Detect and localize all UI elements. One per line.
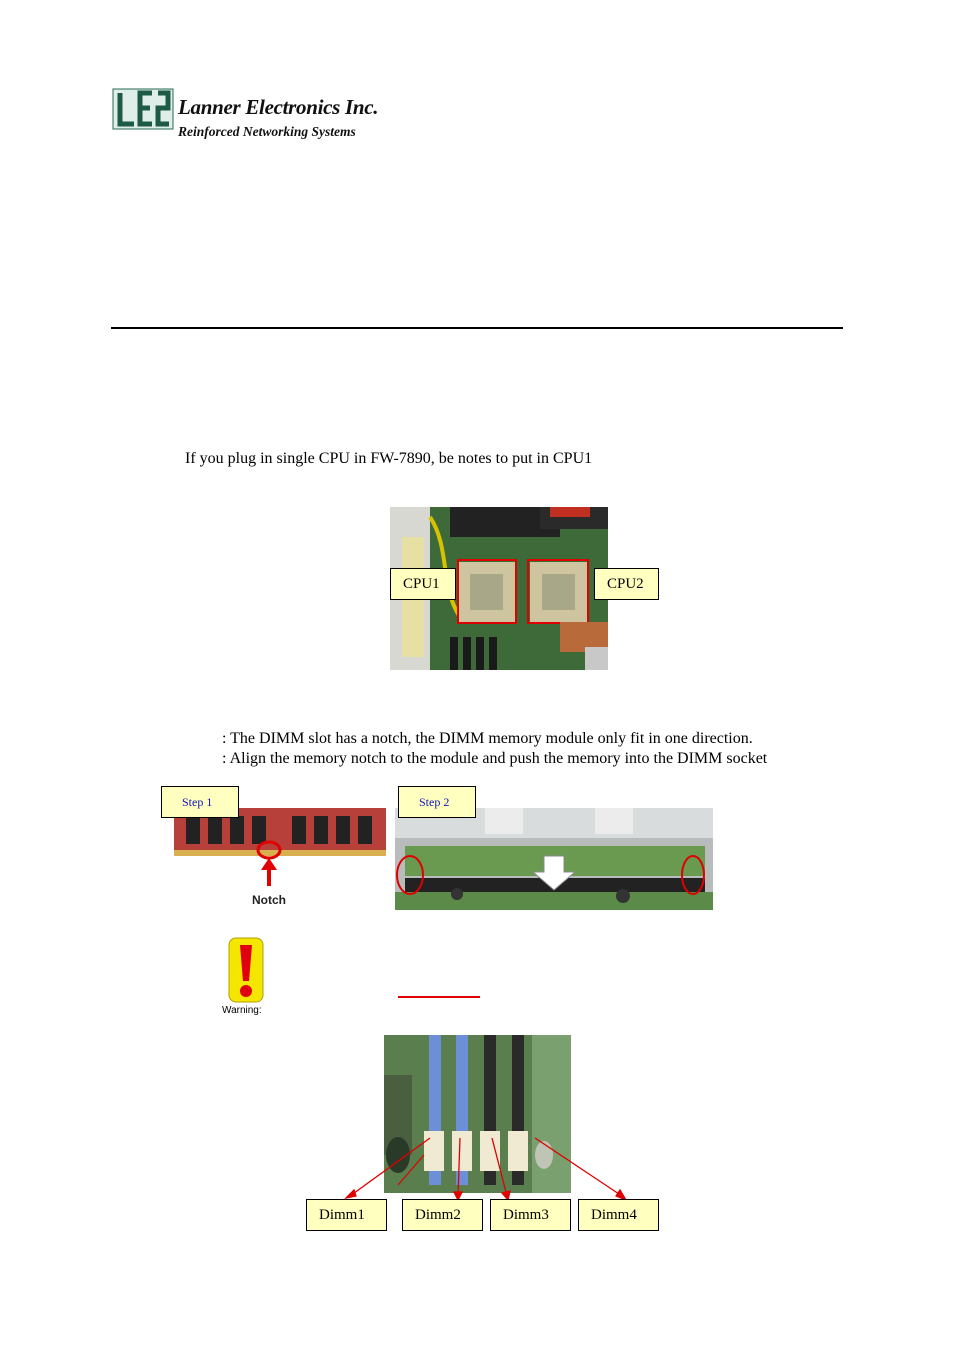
step2-label: Step 2 [398, 786, 476, 818]
warning-label: Warning: [222, 1005, 262, 1016]
dimm-step1-text: : The DIMM slot has a notch, the DIMM me… [222, 730, 753, 747]
warning-icon [218, 937, 272, 1019]
company-logo-icon [112, 88, 174, 130]
dimm-slots-photo [384, 1035, 571, 1193]
dimm4-label: Dimm4 [578, 1199, 659, 1231]
step1-label: Step 1 [161, 786, 239, 818]
company-name: Lanner Electronics Inc. [178, 95, 379, 119]
notch-label: Notch [252, 893, 286, 907]
company-tagline: Reinforced Networking Systems [178, 124, 356, 139]
dimm1-label: Dimm1 [306, 1199, 387, 1231]
dimm2-label: Dimm2 [402, 1199, 483, 1231]
cpu2-label: CPU2 [594, 568, 659, 600]
cpu-sockets-photo [390, 507, 608, 670]
dimm-step2-text: : Align the memory notch to the module a… [222, 750, 768, 767]
cpu1-label: CPU1 [390, 568, 456, 600]
dimm3-label: Dimm3 [490, 1199, 571, 1231]
memory-module-photo: Notch [172, 800, 390, 910]
cpu-note-text: If you plug in single CPU in FW-7890, be… [185, 450, 593, 467]
dimm-socket-photo [395, 808, 713, 910]
warning-underline [398, 996, 480, 998]
header-divider [111, 327, 843, 329]
dimm-pointer-arrows [344, 1137, 628, 1202]
